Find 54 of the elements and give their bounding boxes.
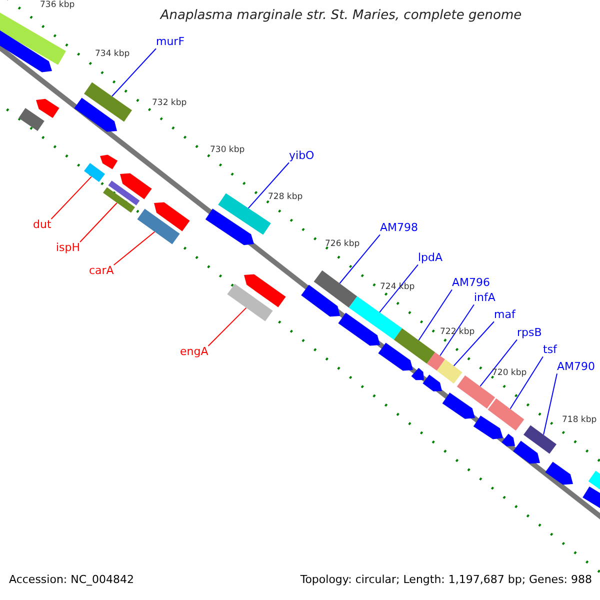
leader-line [112, 48, 156, 97]
leader-line [510, 356, 544, 410]
scale-label: 722 kbp [440, 328, 475, 338]
gene-label: ispH [56, 242, 80, 255]
gene-bar [348, 296, 402, 340]
gene-label: AM796 [452, 277, 490, 290]
gene-label: dut [33, 219, 52, 232]
scale-label: 730 kbp [210, 146, 245, 156]
gene-label: tsf [543, 344, 557, 357]
gene-bar [394, 328, 436, 364]
scale-label: 726 kbp [325, 240, 360, 250]
leader-line [379, 264, 418, 313]
gene-label: carA [89, 265, 114, 278]
leader-line [80, 202, 118, 242]
gene-label: murF [156, 36, 185, 49]
leader-line [543, 373, 558, 436]
gene-bar [314, 270, 358, 308]
leader-line [440, 304, 474, 356]
gene-bar [103, 187, 135, 213]
gene-label: lpdA [418, 252, 443, 265]
gene-bar [488, 398, 524, 431]
scale-label: 734 kbp [95, 50, 130, 60]
leader-line [113, 231, 156, 266]
gene-bar [524, 425, 556, 454]
gene-label: AM790 [557, 361, 596, 374]
gene-label: yibO [289, 150, 314, 163]
gene-bar [227, 284, 273, 322]
scale-label: 720 kbp [492, 369, 527, 379]
leader-line [50, 176, 92, 220]
gene-bar [84, 163, 105, 182]
leader-line [453, 321, 494, 366]
leader-line [339, 234, 380, 284]
gene-bar [456, 375, 496, 409]
leader-line [480, 339, 518, 387]
genome-info-text: Topology: circular; Length: 1,197,687 bp; Genes: 988 [300, 574, 592, 587]
scale-label: 718 kbp [562, 416, 597, 426]
map-title: Anaplasma marginale str. St. Maries, complete genome [158, 9, 523, 24]
gene-bar [84, 82, 132, 122]
gene-label: maf [494, 309, 516, 322]
scale-label: 732 kbp [152, 99, 187, 109]
scale-label: 724 kbp [380, 283, 415, 293]
scale-label: 728 kbp [268, 193, 303, 203]
leader-line [208, 307, 247, 346]
scale-label: 736 kbp [40, 1, 75, 11]
gene-bar [137, 208, 180, 244]
gene-label: infA [474, 292, 496, 305]
gene-bar [427, 352, 445, 371]
gene-bar [436, 359, 462, 384]
gene-label: rpsB [517, 327, 542, 340]
leader-line [248, 162, 290, 209]
accession-text: Accession: NC_004842 [9, 574, 134, 587]
gene-label: AM798 [380, 222, 418, 235]
leader-line [418, 289, 452, 341]
gene-label: engA [180, 346, 208, 359]
